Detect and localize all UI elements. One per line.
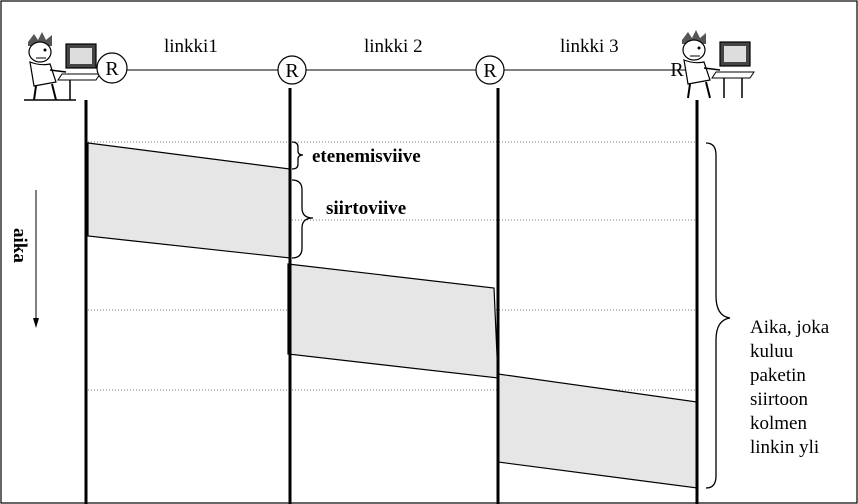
time-axis-label: aika bbox=[9, 228, 30, 263]
svg-text:R: R bbox=[285, 60, 299, 82]
router-icon-source: R bbox=[96, 52, 128, 84]
time-axis-arrowhead bbox=[33, 318, 39, 328]
svg-text:Aika, joka: Aika, joka bbox=[750, 317, 830, 338]
svg-text:siirtoon: siirtoon bbox=[750, 389, 809, 410]
router-icon-2: R bbox=[475, 55, 505, 85]
router-icon-destination: R bbox=[670, 59, 684, 81]
total-time-note: Aika, joka kuluu paketin siirtoon kolmen… bbox=[750, 317, 830, 458]
router-icon-1: R bbox=[277, 55, 307, 85]
svg-text:paketin: paketin bbox=[750, 365, 806, 386]
svg-text:R: R bbox=[105, 58, 119, 80]
svg-text:kolmen: kolmen bbox=[750, 413, 807, 434]
packet-transmission-link-2 bbox=[287, 263, 499, 379]
propagation-delay-brace bbox=[291, 141, 304, 170]
svg-text:kuluu: kuluu bbox=[750, 341, 794, 362]
svg-text:linkin yli: linkin yli bbox=[750, 437, 819, 458]
total-time-brace bbox=[705, 142, 731, 489]
transmission-delay-label: siirtoviive bbox=[326, 198, 406, 219]
propagation-delay-label: etenemisviive bbox=[312, 146, 421, 167]
destination-host-icon bbox=[682, 30, 755, 99]
source-host-icon bbox=[24, 32, 101, 101]
transmission-delay-brace bbox=[291, 179, 314, 259]
link-label-3: linkki 3 bbox=[560, 36, 619, 57]
link-label-2: linkki 2 bbox=[364, 36, 423, 57]
packet-transmission-link-1 bbox=[87, 142, 291, 259]
packet-transmission-link-3 bbox=[497, 373, 698, 489]
svg-text:R: R bbox=[670, 59, 684, 81]
svg-text:R: R bbox=[483, 60, 497, 82]
link-label-1: linkki1 bbox=[164, 36, 218, 57]
